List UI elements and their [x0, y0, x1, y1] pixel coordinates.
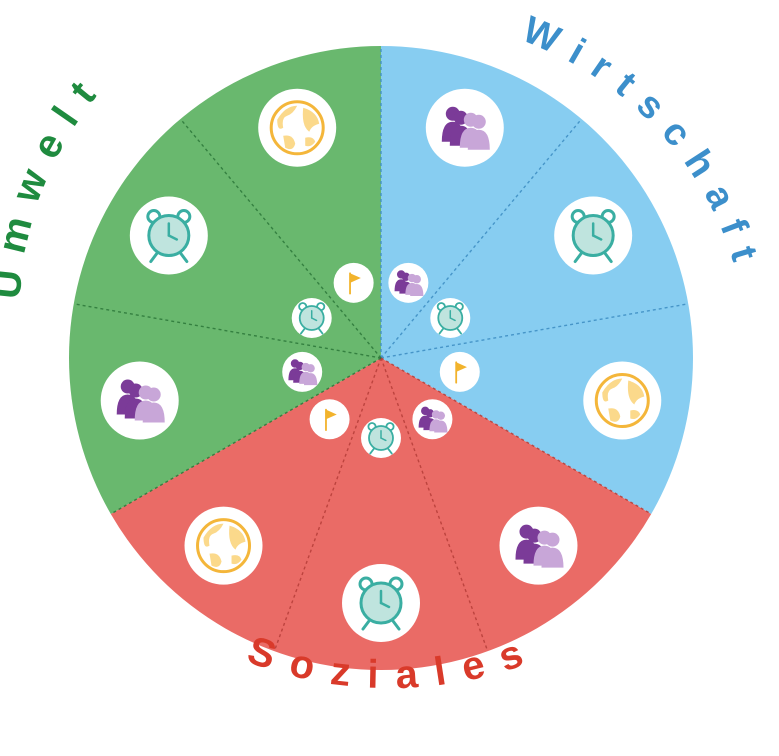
- wheel-icons: [100, 88, 662, 642]
- people-icon: [499, 506, 578, 585]
- people-icon: [282, 351, 323, 392]
- sector-divider: [73, 303, 382, 359]
- sector-divider: [179, 118, 382, 359]
- flag-icon: [333, 262, 374, 303]
- sector-divider: [273, 357, 382, 652]
- people-icon: [100, 361, 179, 440]
- globe-icon: [583, 361, 662, 440]
- people-icon: [412, 399, 453, 440]
- sector-divider: [380, 357, 489, 652]
- alarm-clock-icon: [342, 564, 420, 642]
- alarm-clock-icon: [129, 196, 208, 275]
- sector-divider: [110, 357, 382, 515]
- people-icon: [388, 262, 429, 303]
- sector-divider: [380, 118, 583, 359]
- alarm-clock-icon: [554, 196, 633, 275]
- alarm-clock-icon: [361, 418, 401, 458]
- alarm-clock-icon: [291, 298, 332, 338]
- flag-icon: [309, 399, 350, 440]
- alarm-clock-icon: [430, 298, 471, 338]
- sector-divider: [380, 357, 652, 515]
- people-icon: [425, 88, 504, 167]
- sector-divider: [380, 303, 689, 359]
- globe-icon: [258, 88, 337, 167]
- sector-dividers: [73, 46, 689, 652]
- flag-icon: [439, 351, 480, 392]
- globe-icon: [184, 506, 263, 585]
